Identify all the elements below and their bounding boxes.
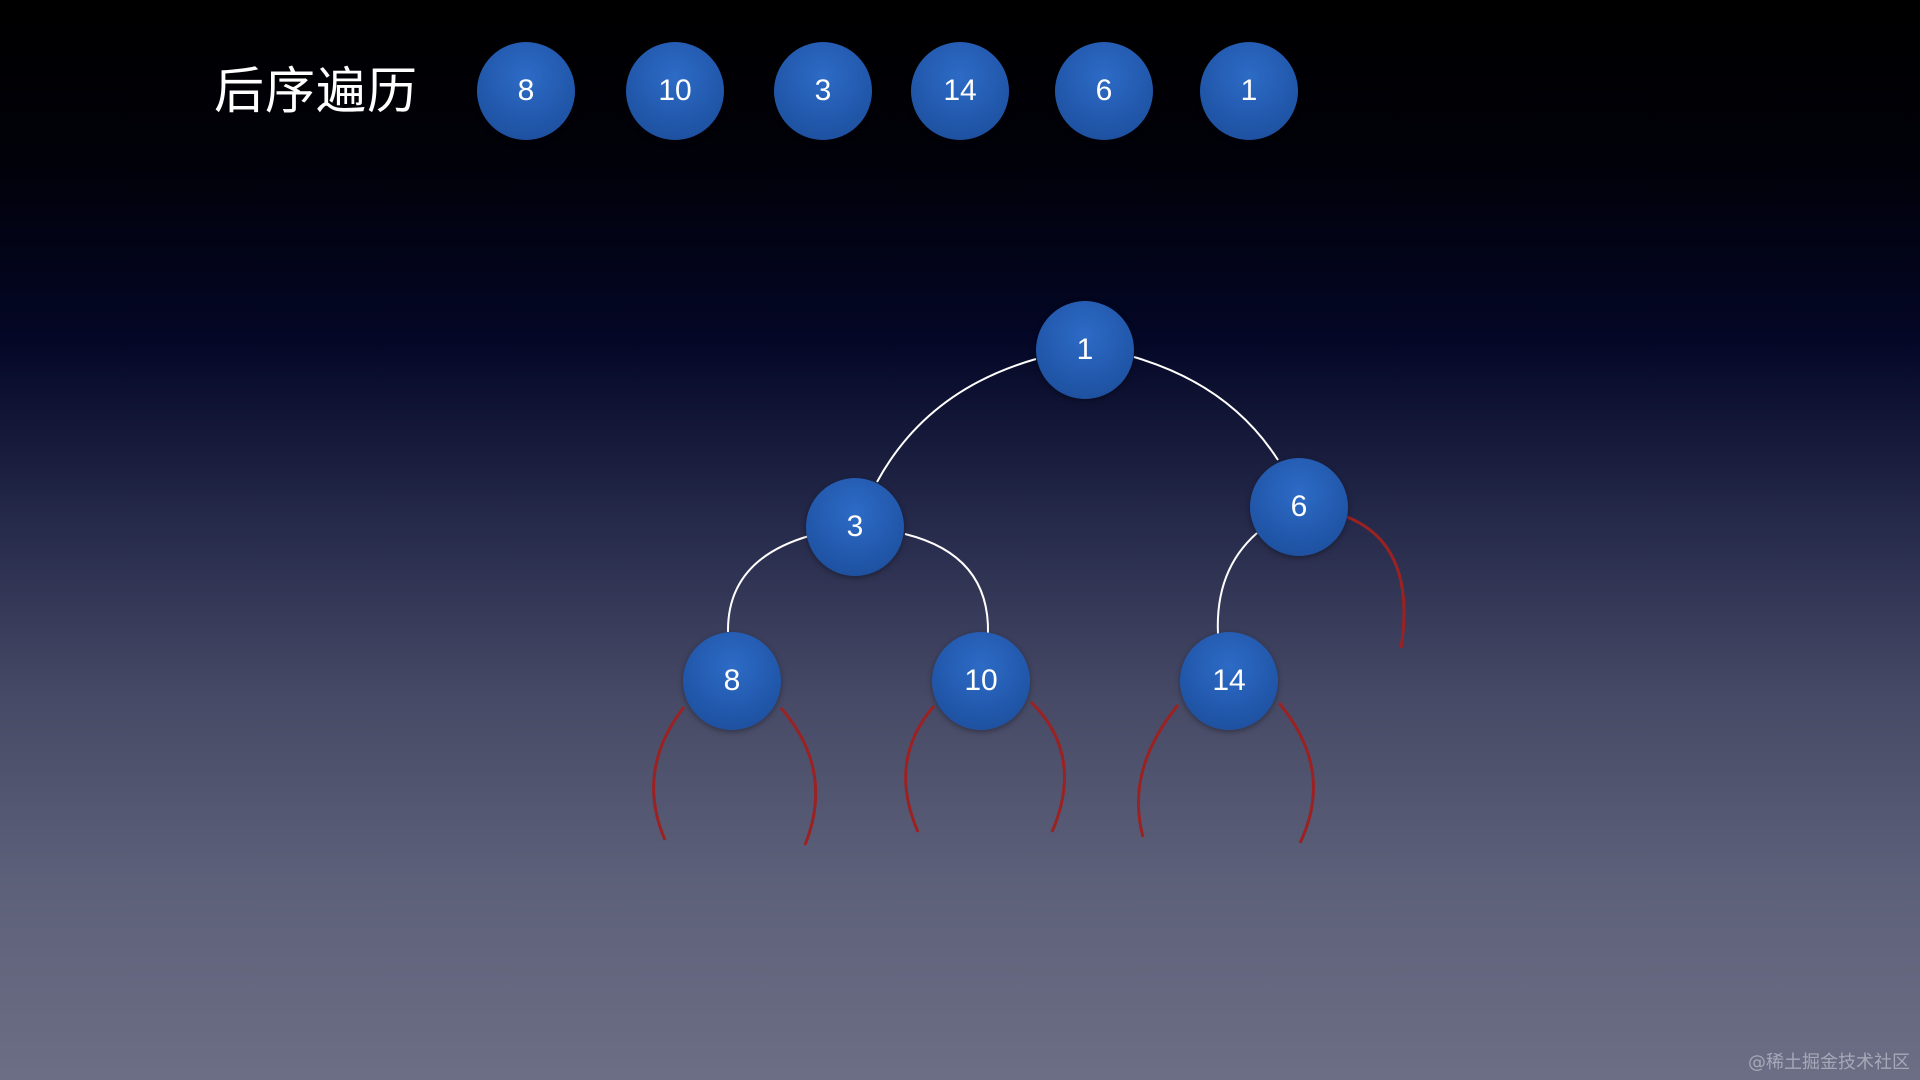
- null-edge-14-left: [1136, 704, 1180, 838]
- tree-node-1: 1: [1036, 301, 1134, 399]
- edge-6-14: [1216, 532, 1258, 635]
- tree-node-14: 14: [1180, 632, 1278, 730]
- sequence-node-5: 6: [1055, 42, 1153, 140]
- null-edge-6-right: [1346, 515, 1406, 649]
- null-edge-8-left: [652, 706, 686, 841]
- edge-1-3: [876, 358, 1037, 483]
- watermark: @稀土掘金技术社区: [1748, 1052, 1910, 1073]
- null-edge-10-right: [1029, 700, 1067, 833]
- edge-group: [726, 356, 1279, 635]
- null-edge-8-right: [779, 707, 818, 846]
- edge-1-6: [1133, 356, 1279, 461]
- edge-3-10: [904, 533, 990, 635]
- sequence-node-6: 1: [1200, 42, 1298, 140]
- sequence-node-4: 14: [911, 42, 1009, 140]
- edge-3-8: [726, 535, 810, 633]
- tree-node-10: 10: [932, 632, 1030, 730]
- null-edge-10-left: [904, 705, 936, 833]
- slide-title: 后序遍历: [214, 62, 418, 120]
- sequence-node-1: 8: [477, 42, 575, 140]
- tree-node-6: 6: [1250, 458, 1348, 556]
- tree-node-3: 3: [806, 478, 904, 576]
- tree-node-8: 8: [683, 632, 781, 730]
- sequence-node-3: 3: [774, 42, 872, 140]
- null-edge-group: [652, 515, 1406, 846]
- null-edge-14-right: [1277, 702, 1315, 844]
- sequence-node-2: 10: [626, 42, 724, 140]
